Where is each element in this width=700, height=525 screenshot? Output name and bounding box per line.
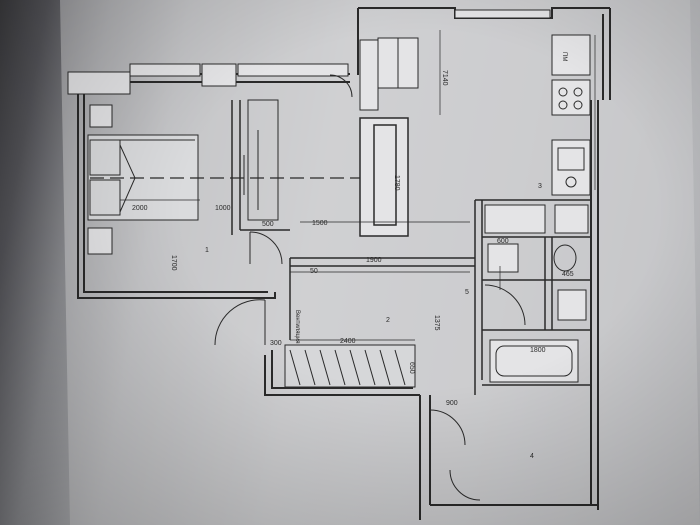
dimension-lines xyxy=(120,30,596,341)
dim-1800: 1800 xyxy=(530,347,546,354)
partitions xyxy=(231,100,591,395)
appliance-label: ПМ xyxy=(561,52,567,61)
dim-500: 500 xyxy=(262,221,274,228)
dim-600: 600 xyxy=(497,238,509,245)
room-number-3: 3 xyxy=(538,183,542,190)
dim-1780: 1780 xyxy=(393,175,400,191)
room-number-4: 4 xyxy=(530,453,534,460)
ventilation-note: Вентиляция xyxy=(294,310,300,344)
dim-1500: 1500 xyxy=(312,220,328,227)
bathroom-fixtures xyxy=(484,204,589,383)
dim-900: 900 xyxy=(446,400,458,407)
dim-1000: 1000 xyxy=(215,205,231,212)
upper-cabinets xyxy=(359,37,419,111)
dim-300: 300 xyxy=(270,340,282,347)
kitchen-appliances xyxy=(551,34,591,196)
room-number-5: 5 xyxy=(465,289,469,296)
wardrobe xyxy=(243,99,279,221)
windows xyxy=(67,9,551,95)
dim-50: 50 xyxy=(310,268,318,275)
kitchen-counter xyxy=(359,117,409,237)
door-swings xyxy=(214,74,526,501)
dim-1700: 1700 xyxy=(170,255,177,271)
dim-1375: 1375 xyxy=(433,315,440,331)
dim-465: 465 xyxy=(562,271,574,278)
dim-7140: 7140 xyxy=(441,70,448,86)
nightstands xyxy=(87,104,113,255)
paper-sheet xyxy=(60,0,700,525)
room-number-1: 1 xyxy=(205,247,209,254)
dim-650: 650 xyxy=(408,362,415,374)
dim-2000: 2000 xyxy=(132,205,148,212)
hall-wardrobe xyxy=(284,344,416,388)
dim-2400: 2400 xyxy=(340,338,356,345)
dim-1900: 1900 xyxy=(366,257,382,264)
room-number-2: 2 xyxy=(386,317,390,324)
